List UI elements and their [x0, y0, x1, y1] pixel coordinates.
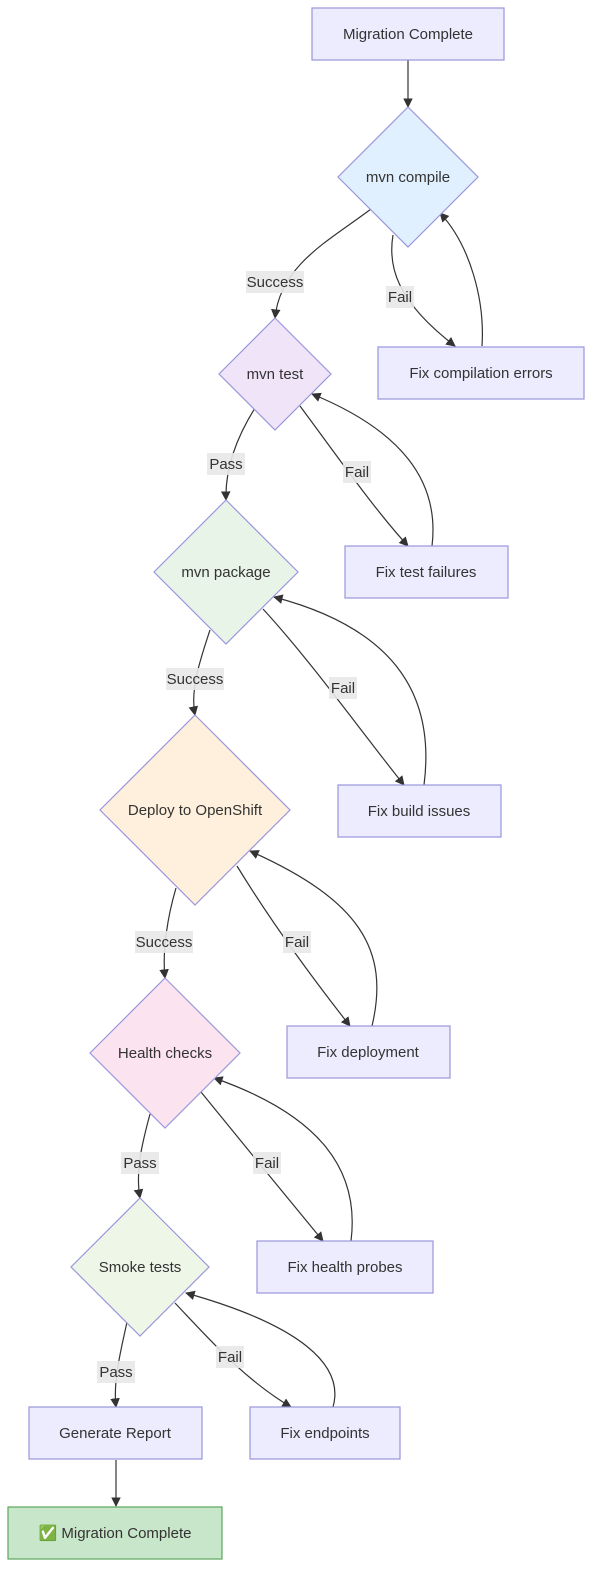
node-start[interactable]: Migration Complete [311, 7, 505, 61]
label-deploy-success: Success [136, 934, 193, 951]
label-deploy-fail: Fail [285, 934, 309, 951]
node-fix-compile-label: Fix compilation errors [409, 365, 552, 382]
node-fix-test[interactable]: Fix test failures [344, 545, 509, 599]
decision-deploy-label: Deploy to OpenShift [128, 802, 263, 819]
node-fix-endpoints[interactable]: Fix endpoints [249, 1406, 401, 1460]
decision-health[interactable]: Health checks [89, 977, 241, 1129]
decision-deploy[interactable]: Deploy to OpenShift [99, 714, 291, 906]
node-fix-build[interactable]: Fix build issues [337, 784, 502, 838]
node-report[interactable]: Generate Report [28, 1406, 203, 1460]
node-fix-deploy-label: Fix deployment [317, 1044, 420, 1061]
label-compile-fail: Fail [388, 289, 412, 306]
label-package-success: Success [167, 671, 224, 688]
decision-compile[interactable]: mvn compile [337, 106, 479, 248]
decision-smoke-label: Smoke tests [99, 1259, 182, 1276]
node-fix-health-label: Fix health probes [287, 1259, 402, 1276]
edge-labels: Success Fail Pass Fail Success Fail Succ… [97, 271, 414, 1383]
label-health-pass: Pass [123, 1155, 156, 1172]
node-fix-compile[interactable]: Fix compilation errors [377, 346, 585, 400]
node-end[interactable]: ✅ Migration Complete [7, 1506, 223, 1560]
node-start-label: Migration Complete [343, 26, 473, 43]
node-fix-endpoints-label: Fix endpoints [280, 1425, 369, 1442]
decision-test[interactable]: mvn test [218, 317, 332, 431]
decision-test-label: mvn test [247, 366, 305, 383]
label-smoke-fail: Fail [218, 1349, 242, 1366]
node-fix-test-label: Fix test failures [376, 564, 477, 581]
edge-fixhealth-health [213, 1076, 353, 1242]
label-package-fail: Fail [331, 680, 355, 697]
label-compile-success: Success [247, 274, 304, 291]
node-report-label: Generate Report [59, 1425, 172, 1442]
edge-fixdeploy-deploy [249, 850, 378, 1027]
label-test-fail: Fail [345, 464, 369, 481]
decision-smoke[interactable]: Smoke tests [70, 1197, 210, 1337]
node-fix-build-label: Fix build issues [368, 803, 471, 820]
edge-compile-fixcompile [391, 234, 456, 347]
edge-fixcompile-compile [439, 212, 483, 347]
decision-health-label: Health checks [118, 1045, 212, 1062]
label-health-fail: Fail [255, 1155, 279, 1172]
node-end-label: ✅ Migration Complete [39, 1524, 192, 1542]
edge-fixtest-test [311, 392, 434, 547]
edge-compile-test [271, 208, 372, 319]
decision-package[interactable]: mvn package [153, 499, 299, 645]
label-smoke-pass: Pass [99, 1364, 132, 1381]
decision-compile-label: mvn compile [366, 169, 450, 186]
node-fix-health[interactable]: Fix health probes [256, 1240, 434, 1294]
node-fix-deploy[interactable]: Fix deployment [286, 1025, 451, 1079]
decision-package-label: mvn package [181, 564, 270, 581]
edge-fixbuild-package [273, 594, 427, 786]
label-test-pass: Pass [209, 456, 242, 473]
edge-fixendpoints-smoke [185, 1290, 336, 1408]
